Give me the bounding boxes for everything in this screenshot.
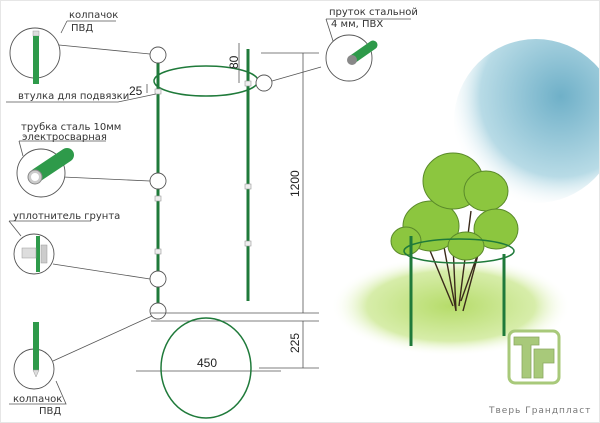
support-ring: [153, 65, 259, 97]
bottom-cap-label-2: ПВД: [39, 406, 61, 417]
detail-top-cap: [9, 27, 61, 84]
detail-ground-seal: [13, 233, 55, 275]
ring-top-view: [160, 317, 252, 419]
bush-illustration: [390, 152, 519, 346]
steel-tube-label-1: трубка сталь 10мм: [21, 122, 121, 133]
dimension-lines: [136, 43, 319, 372]
dim-ground-depth: 225: [288, 333, 302, 353]
detail-steel-rod: [325, 34, 378, 82]
brand-logo: [507, 329, 561, 385]
detail-steel-tube: [16, 148, 74, 198]
clips: [154, 80, 252, 283]
steel-tube-label-2: электросварная: [22, 132, 107, 143]
dim-ring-diameter: 450: [197, 356, 217, 370]
dim-height: 1200: [288, 170, 302, 197]
detail-bottom-cap: [13, 322, 55, 390]
steel-rod-label-1: пруток стальной: [329, 7, 418, 18]
tie-sleeve-label: втулка для подвязки: [18, 91, 129, 102]
top-cap-label-2: ПВД: [71, 23, 93, 34]
leader-lines: [6, 18, 411, 405]
brand-name: Тверь Грандпласт: [488, 406, 591, 416]
dim-sleeve-offset: 25: [129, 84, 143, 98]
sky-sphere: [454, 39, 599, 203]
top-cap-label-1: колпачок: [69, 10, 118, 21]
steel-rod-label-2: 4 мм, ПВХ: [331, 19, 383, 30]
bottom-cap-label-1: колпачок: [13, 394, 62, 405]
dim-ring-offset: 80: [227, 55, 241, 69]
callout-markers: [149, 46, 273, 320]
ground-seal-label: уплотнитель грунта: [13, 211, 120, 222]
